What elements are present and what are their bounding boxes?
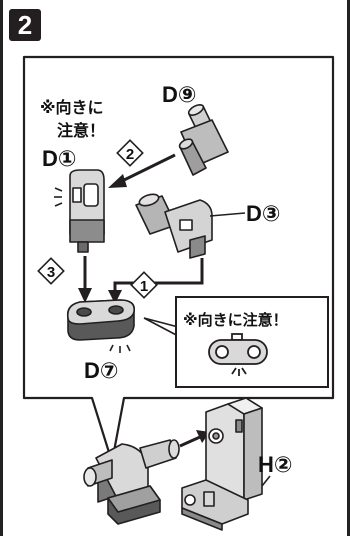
- svg-text:2: 2: [126, 146, 134, 163]
- order-mark-3: 3: [37, 257, 65, 285]
- order-mark-1: 1: [130, 271, 158, 299]
- leader-line-h2: [261, 475, 271, 487]
- part-h2: [181, 397, 263, 531]
- part-d7-top-view: [208, 333, 268, 376]
- part-label-d1: D①: [42, 146, 77, 171]
- part-label-d3: D③: [246, 201, 281, 226]
- indicator-ticks-d7: [109, 344, 131, 353]
- part-d3: [135, 193, 213, 259]
- assembly-arrow-3: [78, 256, 92, 303]
- indicator-ticks-d1: [54, 187, 63, 207]
- assembly-arrow-2: [108, 153, 176, 188]
- part-d9: [178, 104, 229, 176]
- assembly-arrow-1: [108, 258, 204, 304]
- leader-line-d3: [209, 212, 246, 217]
- orientation-note-top: ※向きに: [40, 98, 104, 117]
- detail-callout-frame: [22, 55, 335, 464]
- page-border-left: [0, 0, 3, 536]
- svg-text:1: 1: [140, 278, 148, 295]
- assembled-unit: [83, 439, 180, 525]
- orientation-note-callout: ※向きに注意！: [183, 311, 288, 329]
- part-label-h2: H②: [258, 452, 293, 477]
- page-border-right: [347, 0, 350, 536]
- part-label-d9: D⑨: [162, 82, 197, 107]
- part-d7: [66, 299, 136, 341]
- step-number-badge: 2: [9, 9, 41, 41]
- part-d1: [69, 169, 105, 253]
- svg-text:3: 3: [47, 264, 55, 281]
- order-mark-2: 2: [116, 139, 144, 167]
- part-label-d7: D⑦: [84, 358, 119, 383]
- orientation-note-top-line2: 注意！: [57, 121, 105, 140]
